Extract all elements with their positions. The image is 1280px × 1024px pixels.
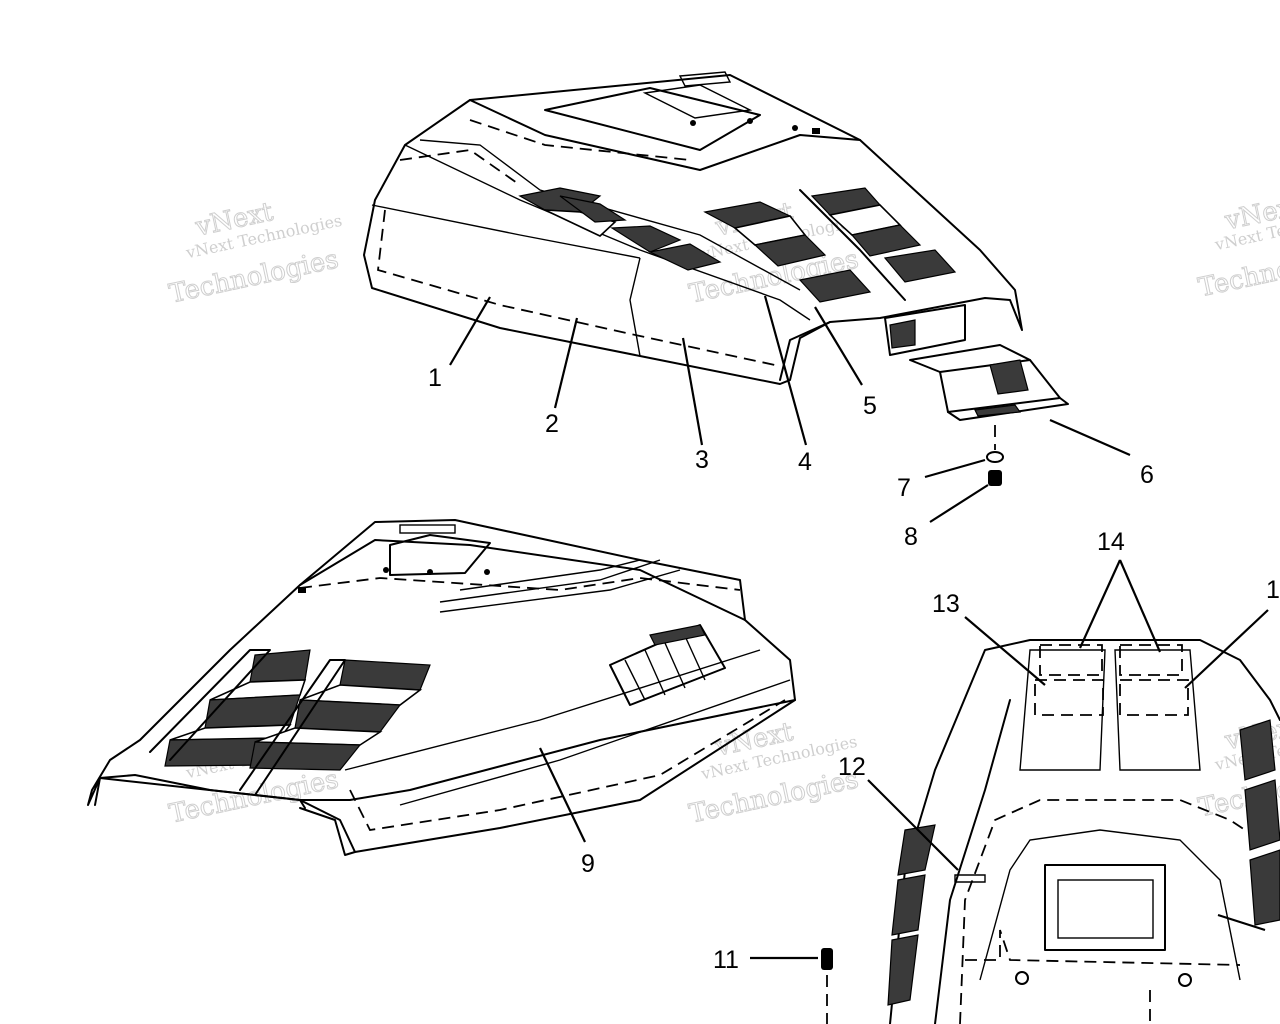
decal-panel <box>1119 644 1183 676</box>
hood-top-assembly <box>363 71 1023 385</box>
watermark-1: vNext vNext Technologies Technologies <box>166 196 344 310</box>
callout-9: 9 <box>581 850 595 878</box>
bolt-part-8 <box>988 425 1002 486</box>
decal-panel <box>1119 679 1189 716</box>
callout-4: 4 <box>798 448 812 476</box>
fastener-dot <box>792 125 798 131</box>
callout-8: 8 <box>904 523 918 551</box>
decal-panel <box>1034 679 1104 716</box>
callout-11: 11 <box>713 946 739 974</box>
callout-12: 12 <box>838 753 866 781</box>
leader-lines <box>449 295 1269 960</box>
callout-13: 13 <box>932 590 960 618</box>
fastener-dot <box>747 118 753 124</box>
callout-15-partial: 1 <box>1266 576 1280 604</box>
callout-14: 14 <box>1097 528 1125 556</box>
washer-part-7 <box>986 451 1004 463</box>
fastener-dot <box>690 120 696 126</box>
fastener-dot <box>812 128 820 134</box>
watermark-3: vNext vNext Technologies Technologies <box>1195 190 1280 304</box>
decal-panel <box>1039 644 1103 676</box>
hood-bottom-assembly <box>87 519 796 856</box>
bracket-part-6 <box>884 304 1069 421</box>
hood-front-view <box>887 639 1280 1024</box>
callout-5: 5 <box>863 392 877 420</box>
callout-7: 7 <box>897 474 911 502</box>
callout-2: 2 <box>545 410 559 438</box>
callout-1: 1 <box>428 364 442 392</box>
callout-3: 3 <box>695 446 709 474</box>
bolt-part-11 <box>821 948 833 1024</box>
callout-6: 6 <box>1140 461 1154 489</box>
